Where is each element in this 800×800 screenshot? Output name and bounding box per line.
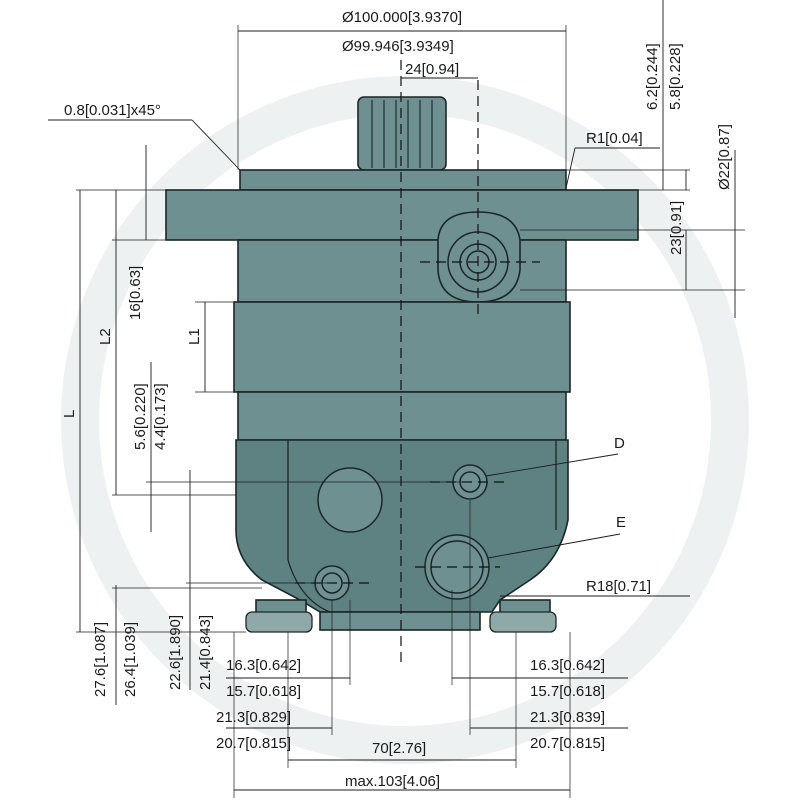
splined-shaft xyxy=(357,96,447,171)
motor-body xyxy=(165,96,639,633)
label-l: L xyxy=(61,410,78,418)
label-port-d: D xyxy=(614,435,625,452)
dimension-lines xyxy=(48,0,745,798)
label-max-width: max.103[4.06] xyxy=(345,773,440,790)
port-circle-left xyxy=(317,467,383,533)
shaft-splines xyxy=(371,100,433,168)
pilot-ring xyxy=(239,169,567,191)
label-bolt-spacing: 70[2.76] xyxy=(372,740,426,757)
label-chamfer: 0.8[0.031]x45° xyxy=(64,102,161,119)
label-outer-diameter-max: Ø100.000[3.9370] xyxy=(342,9,462,26)
label-port-e: E xyxy=(616,514,626,531)
label-right-20-7: 20.7[0.815] xyxy=(530,735,605,752)
middle-housing xyxy=(233,301,571,393)
label-right-15-7: 15.7[0.618] xyxy=(530,683,605,700)
label-right-16-3: 16.3[0.642] xyxy=(530,657,605,674)
label-flange-16: 16[0.63] xyxy=(127,266,144,320)
label-d-26-4: 26.4[1.039] xyxy=(122,622,139,697)
nut-right xyxy=(489,611,557,633)
label-shaft-offset: 24[0.94] xyxy=(405,61,459,78)
label-left-21-3: 21.3[0.829] xyxy=(216,709,291,726)
label-top-depth-b: 5.8[0.228] xyxy=(667,43,684,110)
label-right-21-3: 21.3[0.839] xyxy=(530,709,605,726)
label-left-15-7: 15.7[0.618] xyxy=(226,683,301,700)
label-d-4-4: 4.4[0.173] xyxy=(152,383,169,450)
label-d-21-4: 21.4[0.843] xyxy=(197,615,214,690)
label-radius-18: R18[0.71] xyxy=(586,578,651,595)
label-d-22-6: 22.6[1.890] xyxy=(167,615,184,690)
label-d-5-6: 5.6[0.220] xyxy=(132,383,149,450)
label-left-20-7: 20.7[0.815] xyxy=(216,735,291,752)
label-outer-diameter-min: Ø99.946[3.9349] xyxy=(342,38,454,55)
port-block xyxy=(235,439,569,613)
dimension-labels: Ø100.000[3.9370] Ø99.946[3.9349] 24[0.94… xyxy=(61,9,733,790)
nut-left xyxy=(245,611,313,633)
mounting-flange xyxy=(165,189,639,241)
label-l2: L2 xyxy=(97,328,114,345)
label-left-16-3: 16.3[0.642] xyxy=(226,657,301,674)
label-port-height: 23[0.91] xyxy=(668,201,685,255)
label-top-depth-a: 6.2[0.244] xyxy=(644,43,661,110)
lower-housing xyxy=(237,391,567,441)
bottom-plate xyxy=(319,611,481,631)
label-d-27-6: 27.6[1.087] xyxy=(92,622,109,697)
label-l1: L1 xyxy=(186,328,203,345)
label-port-dia: Ø22[0.87] xyxy=(716,124,733,190)
label-radius-top: R1[0.04] xyxy=(586,130,643,147)
